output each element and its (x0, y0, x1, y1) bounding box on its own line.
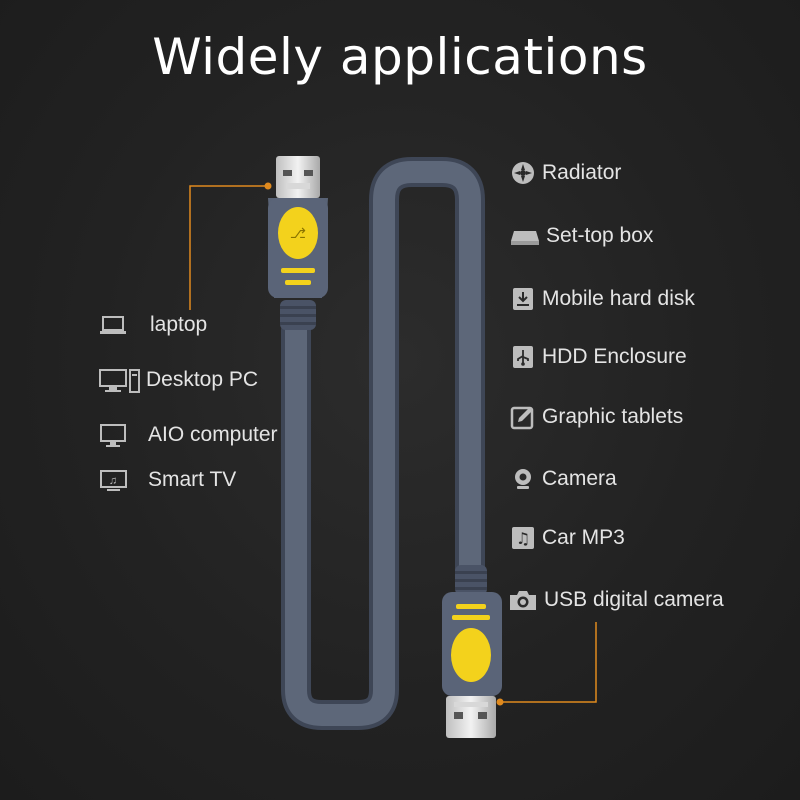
svg-text:♫: ♫ (109, 475, 117, 487)
device-desktop-pc: Desktop PC (98, 367, 258, 393)
device-label: HDD Enclosure (542, 345, 687, 368)
desktop-pc-icon (98, 367, 142, 393)
page-title: Widely applications (152, 28, 648, 86)
device-label: laptop (150, 313, 208, 336)
device-label: Set-top box (546, 224, 654, 247)
usb-icon (510, 344, 536, 370)
pen-tablet-icon (510, 404, 536, 430)
callout-left-dot (264, 182, 272, 190)
device-label: Graphic tablets (542, 405, 684, 428)
bottom-usb-connector (442, 565, 502, 738)
device-label: Desktop PC (146, 368, 259, 391)
device-label: Radiator (542, 161, 622, 184)
device-aio-computer: AIO computer (98, 422, 278, 448)
device-set-top-box: Set-top box (510, 223, 653, 249)
device-camera: Camera (510, 466, 617, 492)
device-smart-tv: ♫ Smart TV (98, 467, 236, 493)
svg-text:⎇: ⎇ (290, 226, 306, 242)
laptop-icon (98, 312, 128, 338)
top-usb-connector: ⎇ (268, 156, 328, 330)
callout-left (189, 185, 268, 310)
device-graphic-tablets: Graphic tablets (510, 404, 683, 430)
callout-right-dot (496, 698, 504, 706)
fan-icon (510, 160, 536, 186)
tv-icon: ♫ (98, 467, 128, 493)
device-label: Camera (542, 467, 617, 490)
callout-right (500, 622, 597, 703)
device-radiator: Radiator (510, 160, 621, 186)
device-label: Smart TV (148, 468, 237, 491)
svg-text:♫: ♫ (516, 529, 530, 548)
device-hdd-enclosure: HDD Enclosure (510, 344, 687, 370)
set-top-box-icon (510, 223, 540, 249)
webcam-icon (510, 466, 536, 492)
device-label: Car MP3 (542, 526, 625, 549)
hard-disk-icon (510, 286, 536, 312)
music-note-icon: ♫ (510, 525, 536, 551)
camera-icon (508, 587, 538, 613)
monitor-icon (98, 422, 128, 448)
device-mobile-hard-disk: Mobile hard disk (510, 286, 695, 312)
device-laptop: laptop (98, 312, 207, 338)
device-label: AIO computer (148, 423, 278, 446)
device-usb-digital-camera: USB digital camera (508, 587, 724, 613)
device-label: USB digital camera (544, 588, 724, 611)
device-label: Mobile hard disk (542, 287, 695, 310)
device-car-mp3: ♫ Car MP3 (510, 525, 625, 551)
